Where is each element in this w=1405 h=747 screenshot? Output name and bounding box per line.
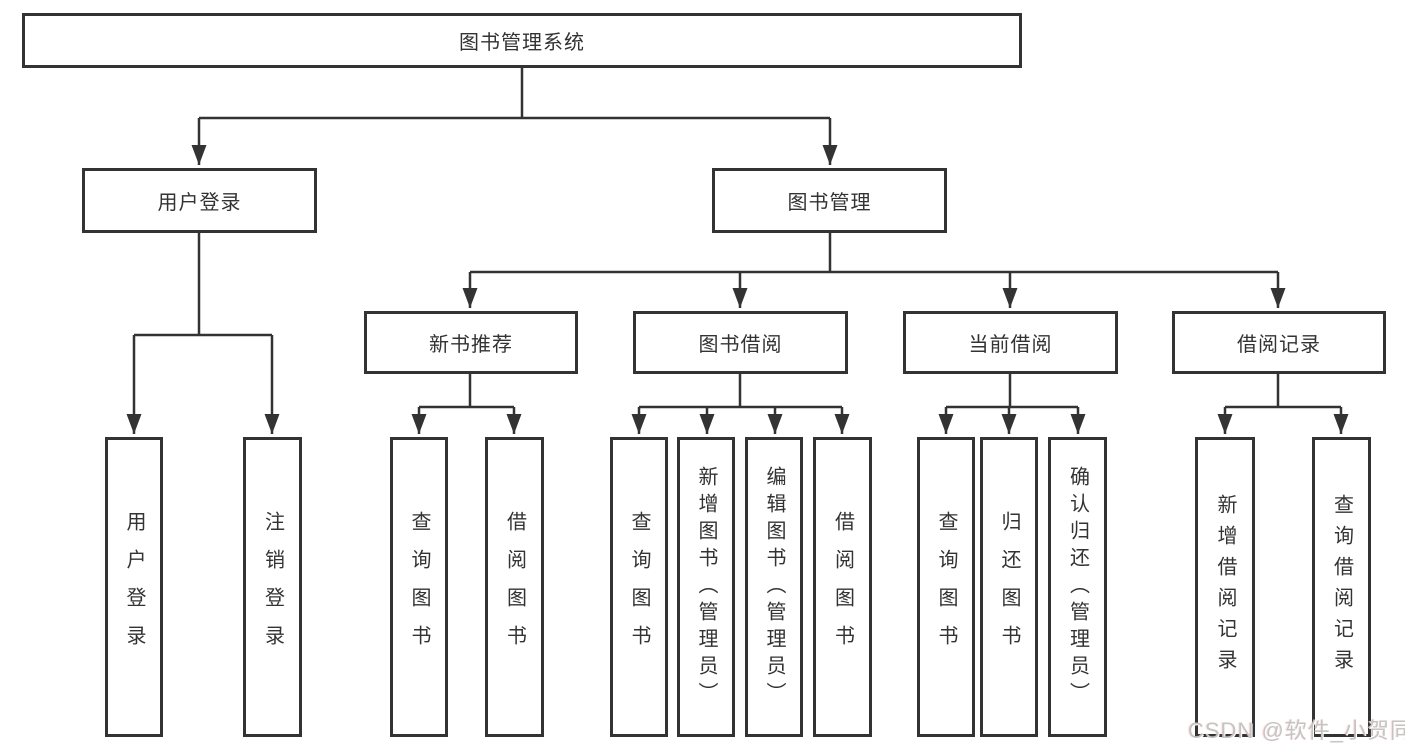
node-current-borrow-label: 当前借阅 [968,334,1053,356]
leaf-current-query-books-label: 查询图书 [935,511,957,663]
leaf-borrow-query-books: 查询图书 [610,437,668,737]
node-current-borrow: 当前借阅 [903,311,1118,374]
leaf-query-borrow-record: 查询借阅记录 [1312,437,1371,737]
node-book-management: 图书管理 [712,168,947,233]
connector-login-trunk [134,233,272,337]
leaf-logout: 注销登录 [243,437,302,737]
node-borrow-records: 借阅记录 [1172,311,1386,374]
node-library-management-system-label: 图书管理系统 [459,32,585,54]
leaf-confirm-return-admin: 确认归还（管理员） [1048,437,1107,737]
leaf-add-books-admin: 新增图书（管理员） [677,437,735,737]
node-book-borrow-label: 图书借阅 [698,334,783,356]
leaf-query-borrow-record-label: 查询借阅记录 [1330,494,1353,680]
node-book-borrow: 图书借阅 [633,311,848,374]
node-user-login-label: 用户登录 [157,192,242,214]
node-user-login: 用户登录 [82,168,317,233]
connector-current-trunk [946,374,1078,409]
connector-root-trunk [199,67,830,120]
node-book-management-label: 图书管理 [787,192,872,214]
leaf-borrow-books-label: 借阅图书 [831,511,854,663]
leaf-rec-borrow-books-label: 借阅图书 [503,511,526,663]
leaf-borrow-books: 借阅图书 [813,437,872,737]
leaf-rec-query-books-label: 查询图书 [408,511,430,663]
node-new-book-recommend-label: 新书推荐 [429,334,513,356]
leaf-rec-borrow-books: 借阅图书 [485,437,544,737]
leaf-return-books: 归还图书 [980,437,1038,737]
leaf-user-login-label: 用户登录 [123,511,145,663]
leaf-rec-query-books: 查询图书 [390,437,448,737]
leaf-user-login: 用户登录 [105,437,163,737]
connector-rec-trunk [419,374,514,409]
node-borrow-records-label: 借阅记录 [1237,334,1321,356]
node-new-book-recommend: 新书推荐 [364,311,578,374]
connector-mgmt-trunk [470,233,1278,274]
leaf-edit-books-admin-label: 编辑图书（管理员） [763,465,785,709]
leaf-current-query-books: 查询图书 [917,437,975,737]
connector-records-trunk [1225,374,1341,409]
leaf-add-books-admin-label: 新增图书（管理员） [695,465,717,709]
node-library-management-system: 图书管理系统 [22,13,1022,68]
leaf-return-books-label: 归还图书 [998,511,1020,663]
leaf-confirm-return-admin-label: 确认归还（管理员） [1066,465,1089,709]
leaf-add-borrow-record-label: 新增借阅记录 [1214,494,1236,680]
leaf-logout-label: 注销登录 [261,511,284,663]
leaf-add-borrow-record: 新增借阅记录 [1195,437,1255,737]
connector-borrow-trunk [639,374,842,409]
leaf-borrow-query-books-label: 查询图书 [628,511,650,663]
leaf-edit-books-admin: 编辑图书（管理员） [745,437,803,737]
